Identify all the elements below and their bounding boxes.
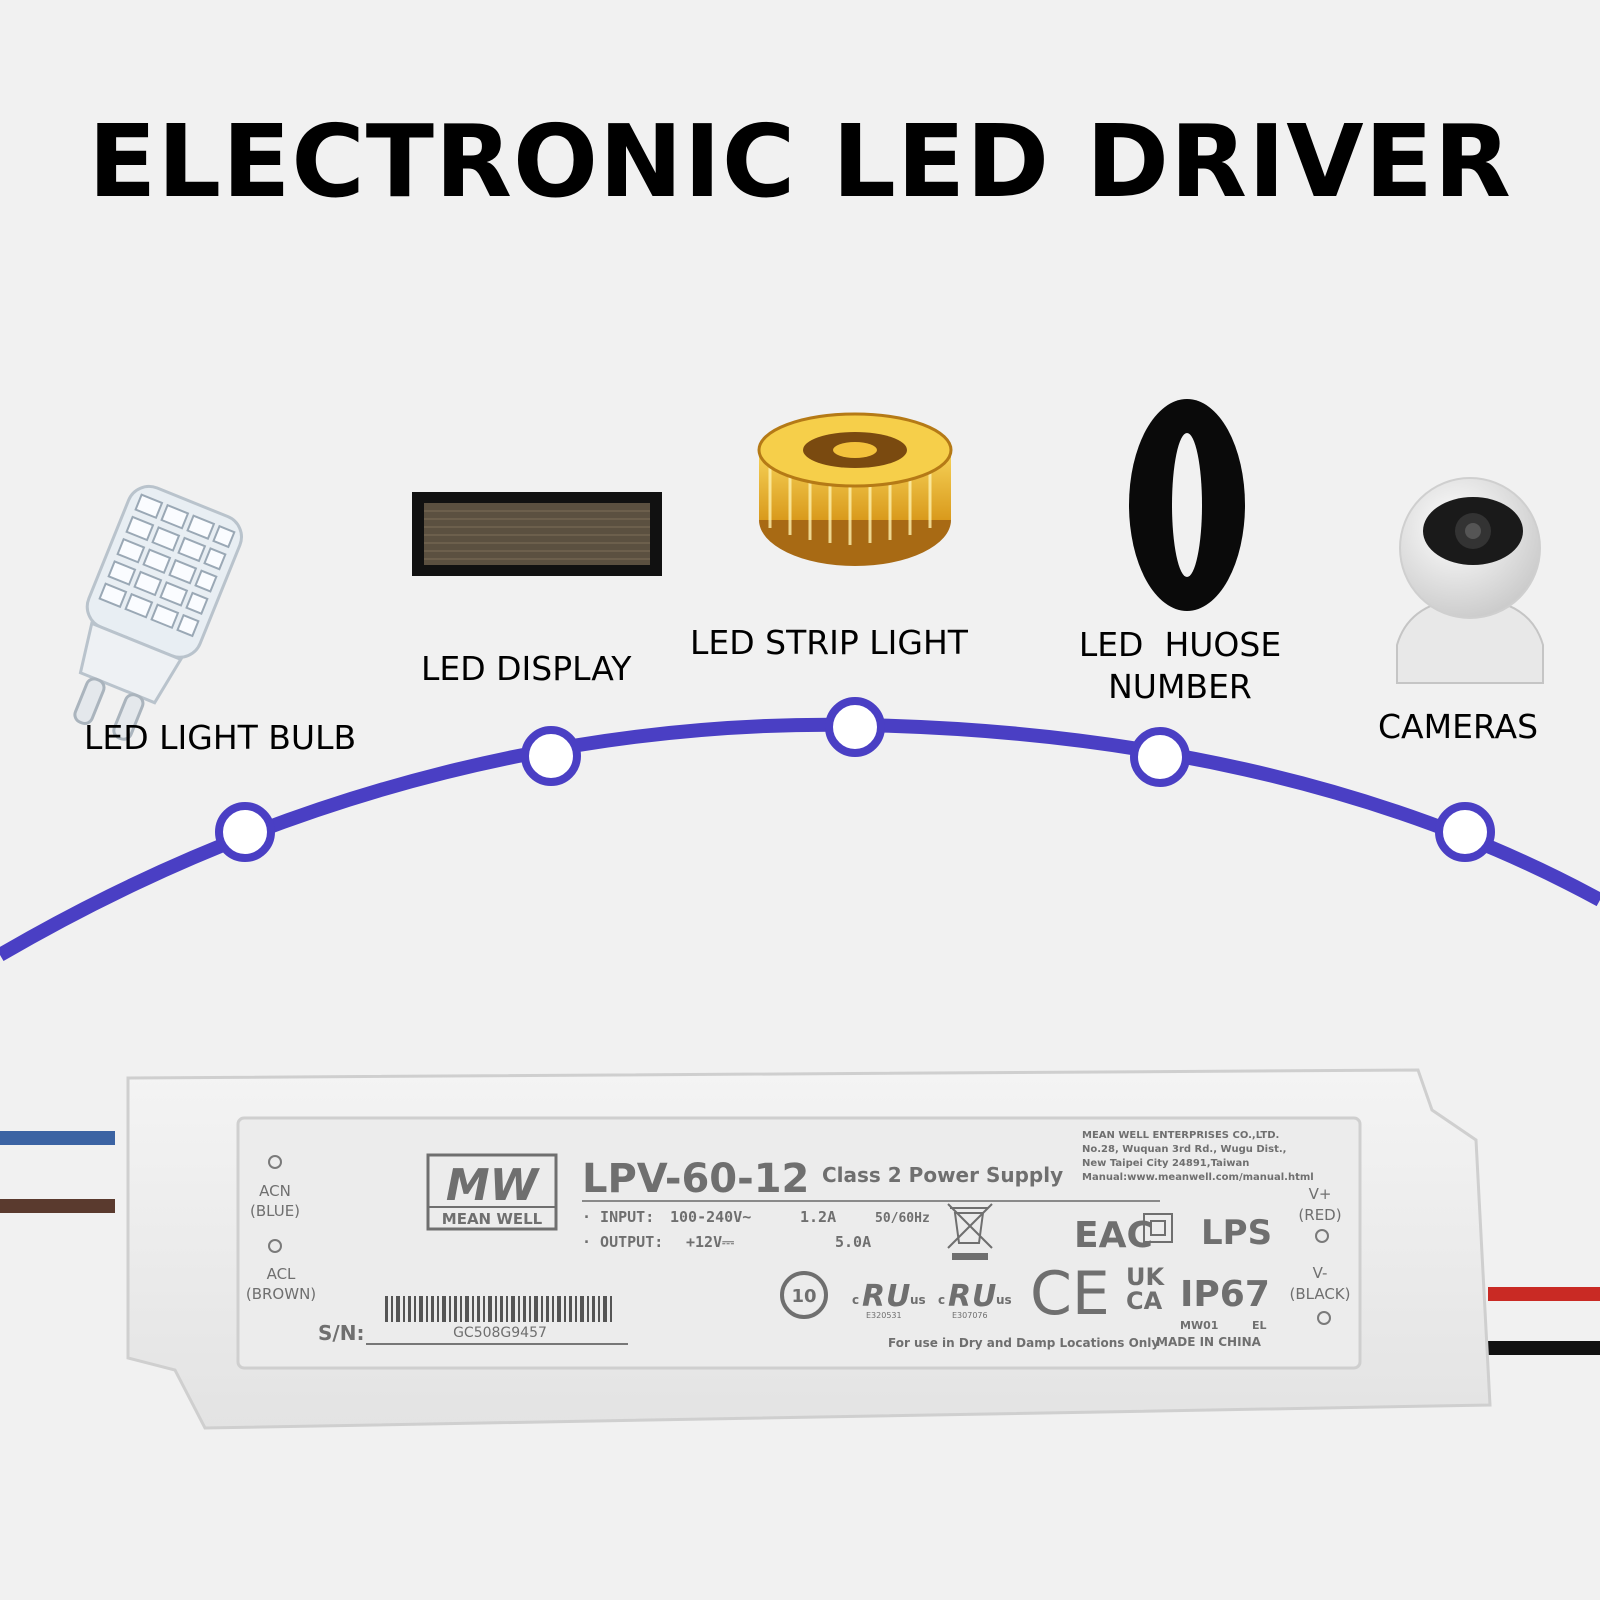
terminal-acl-color: (BROWN): [246, 1285, 316, 1303]
ul-code-2: E307076: [952, 1311, 988, 1320]
ip-rating: IP67: [1180, 1274, 1270, 1315]
class2-double-square-icon: [1143, 1213, 1173, 1243]
terminal-vplus-color: (RED): [1298, 1206, 1341, 1224]
wire-black: [1488, 1341, 1600, 1355]
terminal-acn-color: (BLUE): [250, 1202, 300, 1220]
label-led-light-bulb: LED LIGHT BULB: [84, 718, 357, 757]
security-camera-icon: [1396, 477, 1544, 684]
efficiency-ten-icon: [780, 1271, 828, 1319]
svg-text:U: U: [972, 1279, 996, 1314]
maker-line-2: No.28, Wuquan 3rd Rd., Wugu Dist.,: [1082, 1144, 1286, 1155]
made-in-china: MADE IN CHINA: [1156, 1335, 1262, 1349]
svg-text:c: c: [938, 1293, 945, 1307]
brand-name: MEAN WELL: [442, 1210, 543, 1228]
barcode: [385, 1296, 612, 1322]
label-led-strip-light: LED STRIP LIGHT: [690, 623, 968, 662]
terminal-vminus-color: (BLACK): [1289, 1285, 1350, 1303]
page-title: ELECTRONIC LED DRIVER: [88, 103, 1512, 220]
maker-manual-url: Manual:www.meanwell.com/manual.html: [1082, 1172, 1314, 1183]
product-type: Class 2 Power Supply: [822, 1163, 1063, 1187]
led-bulb-icon: [73, 484, 243, 741]
lps-mark: LPS: [1201, 1213, 1272, 1253]
ce-mark: CE: [1030, 1259, 1110, 1329]
input-frequency: 50/60Hz: [875, 1211, 930, 1226]
wire-brown: [0, 1199, 115, 1213]
label-led-display: LED DISPLAY: [421, 649, 632, 688]
svg-text:us: us: [910, 1293, 926, 1307]
timeline-node-camera: [1435, 802, 1495, 862]
output-label: · OUTPUT:: [582, 1233, 663, 1251]
label-cameras: CAMERAS: [1378, 707, 1539, 746]
eac-mark: EAC: [1074, 1215, 1153, 1256]
input-label: · INPUT:: [582, 1208, 654, 1226]
el-code: EL: [1252, 1319, 1267, 1332]
terminal-acl-label: ACL: [267, 1265, 296, 1283]
input-voltage: 100-240V~: [670, 1208, 751, 1226]
weee-bin-icon: [947, 1203, 993, 1260]
label-led-house-number-line1: LED HUOSE: [1078, 625, 1282, 664]
led-strip-reel-icon: [757, 412, 953, 566]
house-number-icon: [1129, 399, 1245, 611]
maker-line-3: New Taipei City 24891,Taiwan: [1082, 1158, 1249, 1169]
output-voltage: +12V⎓: [686, 1233, 734, 1251]
mw01-code: MW01: [1180, 1319, 1218, 1332]
serial-number: GC508G9457: [453, 1325, 547, 1341]
svg-text:c: c: [852, 1293, 859, 1307]
wire-red: [1488, 1287, 1600, 1301]
ul-recognized-icon-2: c R U us: [938, 1279, 1012, 1314]
input-current: 1.2A: [800, 1208, 836, 1226]
model-number: LPV-60-12: [582, 1156, 809, 1202]
ul-recognized-icon-1: c R U us: [852, 1279, 926, 1314]
terminal-vminus-label: V-: [1313, 1264, 1328, 1282]
efficiency-ten-value: 10: [791, 1286, 816, 1307]
ukca-mark-top: UK: [1126, 1263, 1165, 1291]
maker-line-1: MEAN WELL ENTERPRISES CO.,LTD.: [1082, 1130, 1279, 1141]
label-led-house-number-line2: NUMBER: [1108, 667, 1252, 707]
timeline-node-bulb: [215, 802, 275, 862]
led-display-icon: [412, 492, 662, 576]
timeline-node-display: [521, 726, 581, 786]
usage-note: For use in Dry and Damp Locations Only: [888, 1336, 1159, 1350]
led-driver-unit: ACN (BLUE) ACL (BROWN) MW MEAN WELL LPV-…: [126, 1068, 1492, 1430]
output-current: 5.0A: [835, 1233, 871, 1251]
brand-logo-box: [426, 1153, 558, 1231]
brand-mark: MW: [446, 1160, 541, 1211]
wire-blue: [0, 1131, 115, 1145]
svg-text:us: us: [996, 1293, 1012, 1307]
terminal-acn-label: ACN: [259, 1182, 291, 1200]
svg-text:U: U: [886, 1279, 910, 1314]
ukca-mark-bottom: CA: [1126, 1287, 1163, 1315]
svg-text:R: R: [948, 1279, 971, 1314]
svg-text:R: R: [862, 1279, 885, 1314]
timeline-node-strip: [825, 697, 885, 757]
label-led-house-number: LED HUOSE NUMBER: [1070, 624, 1290, 708]
ul-code-1: E320531: [866, 1311, 902, 1320]
timeline-node-house: [1130, 727, 1190, 787]
terminal-vplus-label: V+: [1309, 1185, 1332, 1203]
serial-number-label: S/N:: [318, 1321, 364, 1345]
